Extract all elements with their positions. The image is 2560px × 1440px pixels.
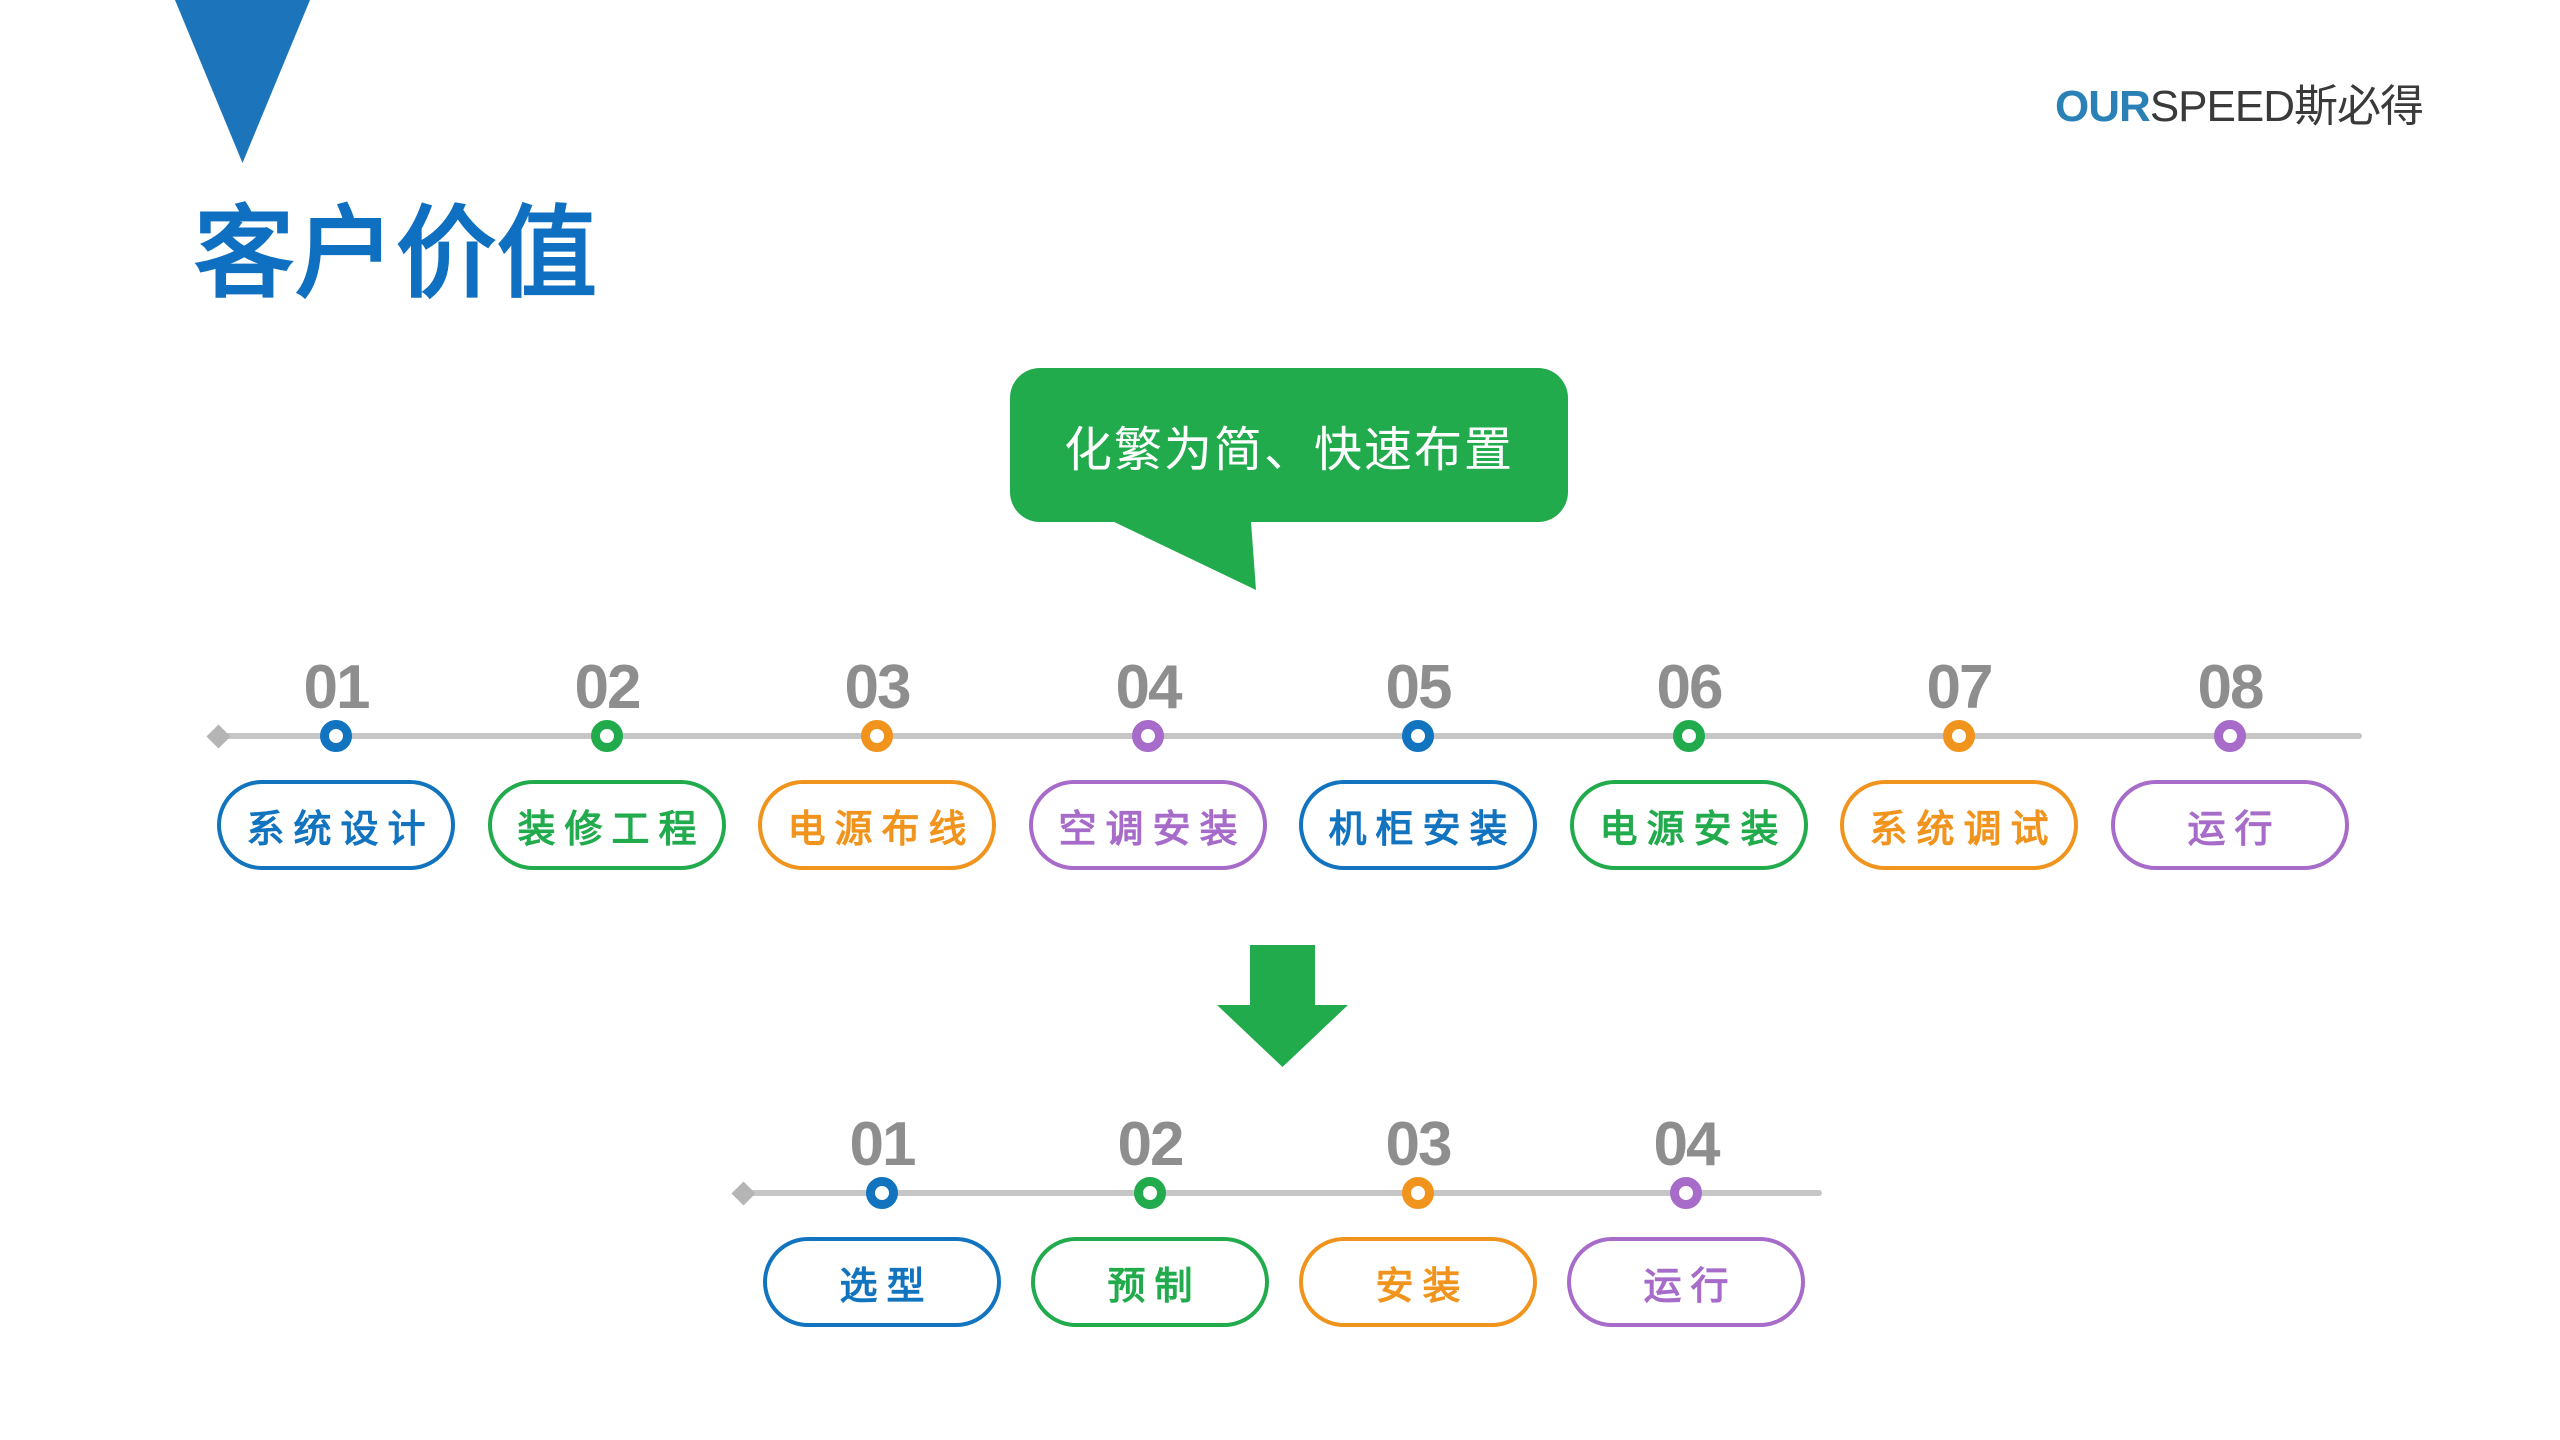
step-number: 02 xyxy=(574,653,642,722)
ring-dot-icon xyxy=(1943,720,1975,752)
step-label-pill: 预制 xyxy=(1031,1237,1269,1327)
brand-logo: OURSPEED斯必得 xyxy=(2055,70,2424,134)
step-label-pill: 机柜安装 xyxy=(1299,780,1537,870)
step-label: 运行 xyxy=(2187,808,2282,851)
ring-dot-icon xyxy=(861,720,893,752)
step-label-pill: 电源安装 xyxy=(1570,780,1808,870)
diamond-icon xyxy=(206,724,231,749)
step-label-pill: 空调安装 xyxy=(1029,780,1267,870)
step-label-pill: 装修工程 xyxy=(488,780,726,870)
ring-dot-icon xyxy=(2214,720,2246,752)
ring-dot-icon xyxy=(1132,720,1164,752)
step-label-pill: 安装 xyxy=(1299,1237,1537,1327)
timeline-traditional: 01 系统设计 02 装修工程 03 电源布线 04 空调安装 05 机柜安装 … xyxy=(0,657,2560,977)
timeline-simplified: 01 选型 02 预制 03 安装 04 运行 xyxy=(0,1114,2560,1434)
step-number: 05 xyxy=(1385,653,1453,722)
step-number: 03 xyxy=(844,653,912,722)
step-label: 安装 xyxy=(1375,1265,1470,1308)
step-number: 01 xyxy=(303,653,371,722)
ring-dot-icon xyxy=(1134,1177,1166,1209)
page-title: 客户价值 xyxy=(194,198,598,310)
ring-dot-icon xyxy=(320,720,352,752)
step-number: 07 xyxy=(1926,653,1994,722)
timeline-line xyxy=(743,1190,1822,1196)
step-label: 电源安装 xyxy=(1599,808,1788,851)
diamond-icon xyxy=(731,1181,756,1206)
callout-tail xyxy=(1085,508,1256,590)
callout-bubble: 化繁为简、快速布置 xyxy=(1010,368,1568,522)
step-number: 08 xyxy=(2197,653,2265,722)
step-number: 06 xyxy=(1656,653,1724,722)
step-label: 预制 xyxy=(1107,1265,1202,1308)
ring-dot-icon xyxy=(1402,720,1434,752)
step-label-pill: 运行 xyxy=(2111,780,2349,870)
ring-dot-icon xyxy=(591,720,623,752)
step-number: 02 xyxy=(1117,1110,1185,1179)
step-number: 03 xyxy=(1385,1110,1453,1179)
brand-logo-prefix: OUR xyxy=(2055,82,2151,131)
ring-dot-icon xyxy=(1670,1177,1702,1209)
brand-logo-suffix: SPEED斯必得 xyxy=(2149,82,2424,131)
timeline-line xyxy=(218,733,2362,739)
step-label-pill: 系统调试 xyxy=(1840,780,2078,870)
step-number: 04 xyxy=(1653,1110,1721,1179)
arrow-down-icon xyxy=(1217,945,1348,1067)
step-label: 装修工程 xyxy=(517,808,706,851)
step-label: 机柜安装 xyxy=(1328,808,1517,851)
step-label: 系统设计 xyxy=(246,808,435,851)
step-label: 空调安装 xyxy=(1058,808,1247,851)
ring-dot-icon xyxy=(1402,1177,1434,1209)
step-label-pill: 系统设计 xyxy=(217,780,455,870)
step-label-pill: 运行 xyxy=(1567,1237,1805,1327)
step-label: 系统调试 xyxy=(1869,808,2058,851)
step-label-pill: 选型 xyxy=(763,1237,1001,1327)
triangle-down-icon xyxy=(175,0,310,163)
step-label: 选型 xyxy=(839,1265,934,1308)
step-number: 01 xyxy=(849,1110,917,1179)
step-label: 电源布线 xyxy=(787,808,976,851)
step-label-pill: 电源布线 xyxy=(758,780,996,870)
ring-dot-icon xyxy=(1673,720,1705,752)
step-number: 04 xyxy=(1115,653,1183,722)
callout-text: 化繁为简、快速布置 xyxy=(1063,424,1514,477)
ring-dot-icon xyxy=(866,1177,898,1209)
step-label: 运行 xyxy=(1643,1265,1738,1308)
